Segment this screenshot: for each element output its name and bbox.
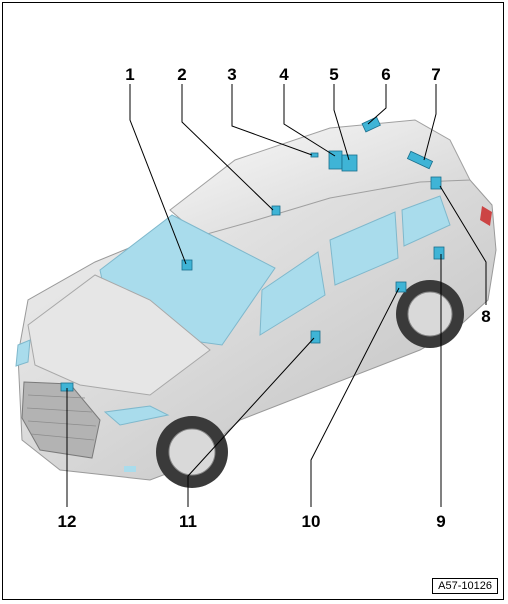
component-3: [310, 152, 319, 158]
callout-10: 10: [302, 512, 321, 531]
callout-1: 1: [125, 65, 134, 84]
leader-4: [283, 84, 336, 157]
car-roof: [169, 119, 471, 237]
leader-lines: [66, 84, 487, 507]
leader-7: [423, 84, 437, 161]
leader-8: [439, 185, 487, 305]
component-11: [310, 330, 321, 344]
leader-6: [367, 84, 387, 125]
rear-quarter-window: [401, 195, 451, 247]
component-1: [181, 259, 193, 271]
callout-2: 2: [177, 65, 186, 84]
leader-1: [129, 84, 187, 265]
callout-9: 9: [436, 512, 445, 531]
grille-slats: [26, 394, 97, 441]
callout-6: 6: [381, 65, 390, 84]
leader-5: [333, 84, 350, 161]
headlight-right: [103, 405, 170, 426]
callout-3: 3: [227, 65, 236, 84]
callout-12: 12: [58, 512, 77, 531]
leader-10: [310, 287, 400, 507]
hood: [27, 274, 211, 396]
leader-11: [187, 337, 315, 507]
callout-4: 4: [279, 65, 289, 84]
component-6: [361, 116, 381, 133]
component-9: [433, 246, 445, 260]
component-8: [430, 176, 442, 190]
leader-3: [231, 84, 313, 156]
component-10: [395, 281, 407, 293]
front-wheel-rim: [168, 428, 216, 476]
component-5: [341, 154, 358, 172]
rear-side-window: [329, 211, 399, 286]
component-2: [271, 205, 281, 216]
callout-5: 5: [329, 65, 338, 84]
callout-8: 8: [481, 307, 490, 326]
leader-2: [181, 84, 274, 211]
car-illustration: [15, 119, 497, 488]
callout-11: 11: [179, 512, 197, 531]
component-7: [406, 150, 434, 170]
taillight: [480, 206, 492, 226]
front-side-window: [259, 251, 326, 336]
headlight-left: [15, 339, 31, 367]
callout-labels: 1 2 3 4 5 6 7 8 9 10 11 12: [58, 65, 491, 531]
fog-lamp: [124, 466, 136, 472]
callout-7: 7: [431, 65, 440, 84]
figure-id-label: A57-10126: [432, 578, 498, 594]
rear-wheel-rim: [407, 291, 453, 337]
